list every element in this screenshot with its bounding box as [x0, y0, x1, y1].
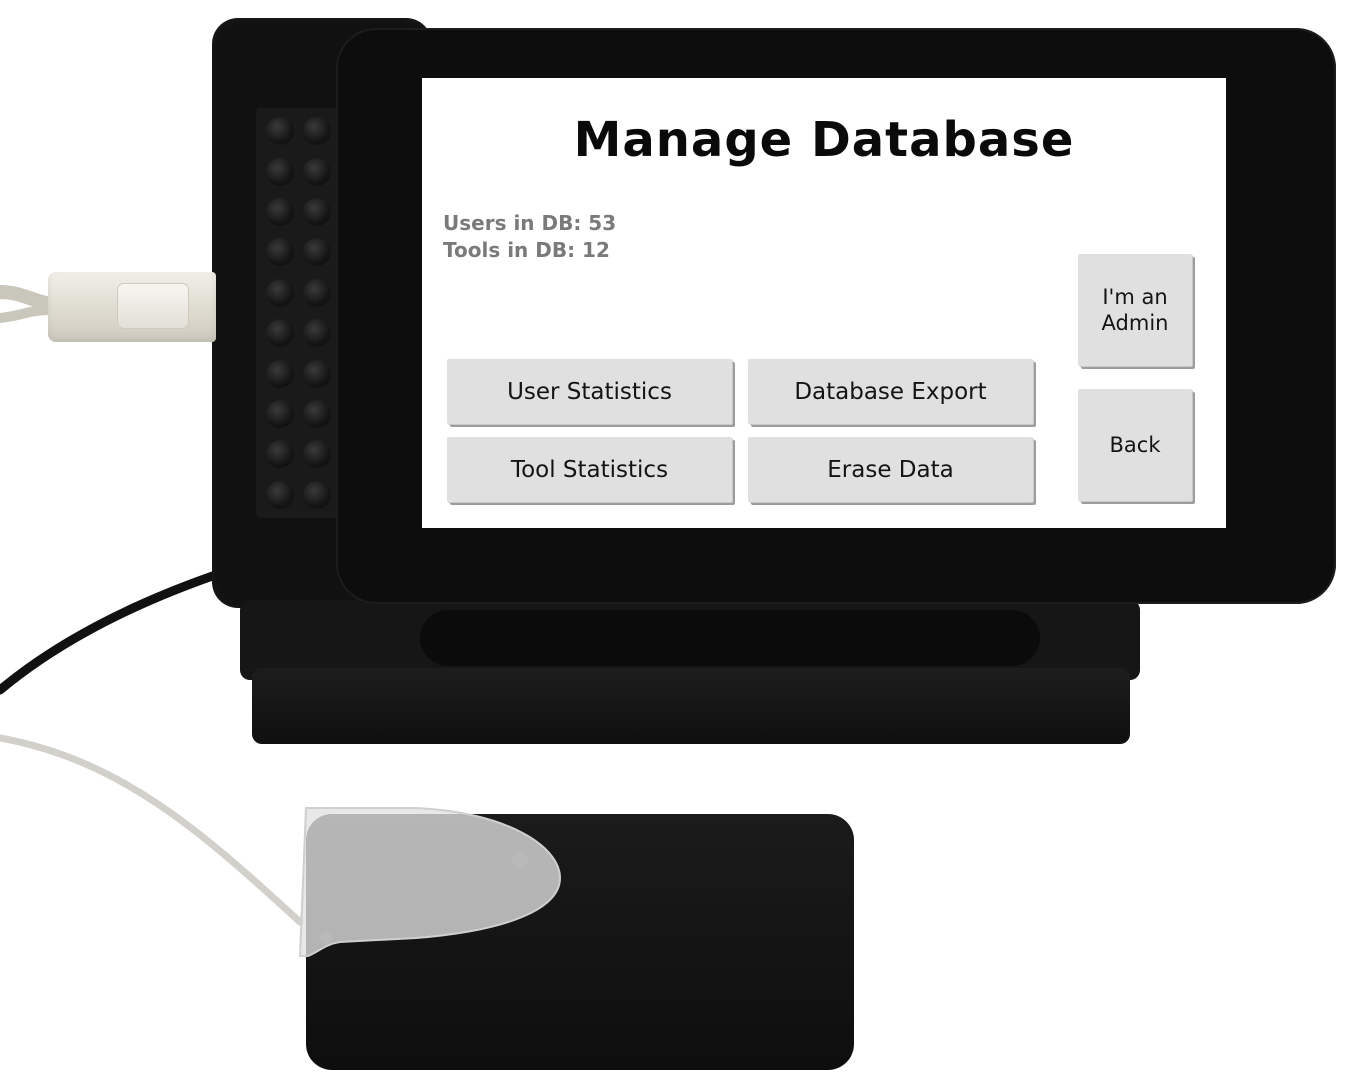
tools-count: Tools in DB: 12: [443, 238, 610, 262]
stud: [265, 157, 294, 186]
stud: [302, 359, 331, 388]
stud: [265, 278, 294, 307]
database-export-button[interactable]: Database Export: [748, 359, 1033, 424]
users-count: Users in DB: 53: [443, 211, 617, 235]
stud: [302, 197, 331, 226]
rfid-reader: [306, 814, 854, 1070]
lego-stud-strip: [256, 108, 340, 518]
page-title: Manage Database: [573, 112, 1075, 168]
usb-cable: [0, 285, 57, 311]
database-stats: Users in DB: 53 Tools in DB: 12: [443, 210, 616, 264]
stud: [265, 399, 294, 428]
stud: [302, 238, 331, 267]
stud: [302, 399, 331, 428]
stud: [302, 117, 331, 146]
touchscreen: Manage Database Users in DB: 53 Tools in…: [422, 78, 1226, 528]
back-button[interactable]: Back: [1078, 389, 1192, 501]
tool-statistics-button[interactable]: Tool Statistics: [447, 437, 732, 502]
erase-data-button[interactable]: Erase Data: [748, 437, 1033, 502]
stud: [265, 480, 294, 509]
stud: [302, 278, 331, 307]
stand-base: [252, 668, 1130, 744]
stud: [265, 359, 294, 388]
stud: [265, 440, 294, 469]
stud: [265, 319, 294, 348]
stud: [302, 157, 331, 186]
stud: [265, 117, 294, 146]
stud: [302, 319, 331, 348]
usb-plug: [48, 272, 216, 342]
user-statistics-button[interactable]: User Statistics: [447, 359, 732, 424]
admin-button[interactable]: I'm an Admin: [1078, 254, 1192, 366]
stud: [265, 238, 294, 267]
black-cable: [0, 565, 235, 695]
stud: [302, 480, 331, 509]
reader-cable: [0, 734, 304, 926]
stud: [302, 440, 331, 469]
stand-vent: [420, 610, 1040, 666]
stud: [265, 197, 294, 226]
usb-cable-end: [0, 305, 55, 323]
